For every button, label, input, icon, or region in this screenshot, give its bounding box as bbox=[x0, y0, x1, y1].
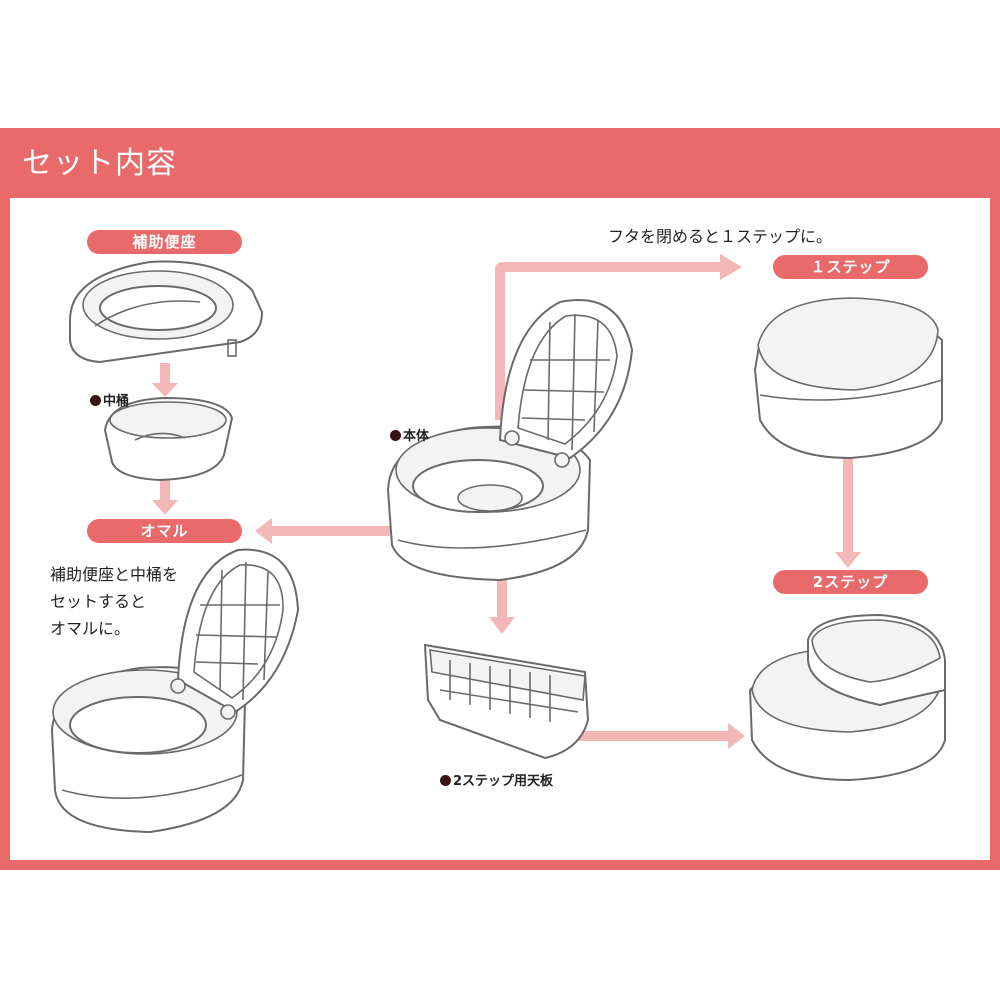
one-step-illustration bbox=[753, 297, 943, 460]
hontai-illustration bbox=[386, 299, 634, 582]
label-hontai: 本体 bbox=[390, 425, 429, 444]
bullet-icon bbox=[440, 775, 451, 786]
note-close-lid: フタを閉めると１ステップに。 bbox=[608, 227, 833, 246]
note-omaru-line1: 補助便座と中桶を bbox=[50, 565, 179, 584]
arrow-hojo-to-nakaoke bbox=[152, 363, 178, 397]
bullet-icon bbox=[390, 430, 401, 441]
label-board: 2ステップ用天板 bbox=[440, 770, 553, 789]
naka-oke-illustration bbox=[103, 396, 234, 482]
board-illustration bbox=[423, 643, 590, 760]
arrow-hontai-to-board bbox=[489, 575, 515, 634]
bullet-icon bbox=[90, 395, 101, 406]
note-omaru-line3: オマルに。 bbox=[50, 619, 131, 638]
omaru-illustration bbox=[50, 548, 300, 834]
pill-one-step: １ステップ bbox=[773, 255, 928, 279]
hojo-benza-illustration bbox=[69, 260, 264, 364]
pill-two-step: 2ステップ bbox=[773, 570, 928, 594]
two-step-illustration bbox=[748, 613, 946, 782]
section-title: セット内容 bbox=[22, 146, 177, 181]
label-naka-oke: 中桶 bbox=[90, 390, 129, 409]
arrow-hontai-to-omaru bbox=[255, 518, 390, 544]
note-omaru-line2: セットすると bbox=[50, 592, 147, 611]
pill-hojo-benza: 補助便座 bbox=[87, 230, 242, 254]
note-omaru: 補助便座と中桶を セットすると オマルに。 bbox=[50, 561, 178, 642]
arrow-onestep-to-twostep bbox=[835, 455, 861, 568]
arrow-nakaoke-to-omaru bbox=[152, 472, 178, 515]
arrow-board-to-twostep bbox=[570, 723, 745, 749]
pill-omaru: オマル bbox=[87, 519, 242, 543]
arrow-hontai-to-onestep bbox=[495, 254, 742, 420]
